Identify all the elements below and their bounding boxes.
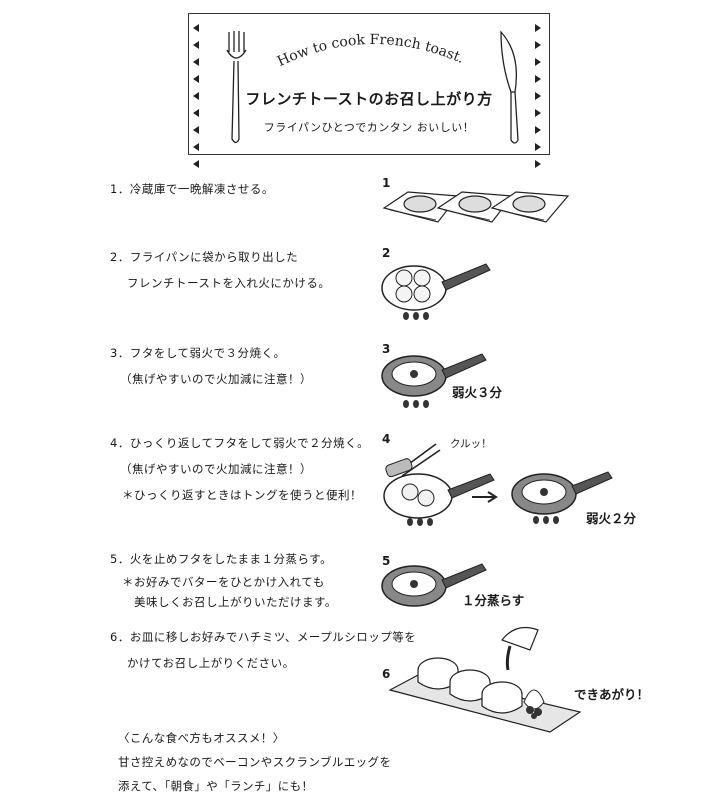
step-6-line-2: かけてお召し上がりください。 (127, 656, 295, 670)
step-2-line-2: フレンチトーストを入れ火にかける。 (127, 276, 331, 290)
step-5-line-2: ＊お好みでバターをひとかけ入れても (122, 575, 325, 589)
page-subtitle: フライパンひとつでカンタン おいしい！ (263, 121, 475, 134)
step-4-line-1: 4．ひっくり返してフタをして弱火で２分焼く。 (110, 436, 370, 450)
step-2-line-1: 2．フライパンに袋から取り出した (110, 250, 299, 264)
illustration-number-4: 4 (382, 432, 391, 446)
header-banner: How to cook French toast. フレンチトーストのお召し上が… (188, 13, 550, 168)
step-4-line-2: （焦げやすいので火加減に注意！） (120, 462, 312, 476)
page-title: フレンチトーストのお召し上がり方 (245, 90, 493, 108)
illustration-number-5: 5 (382, 554, 391, 568)
done-label: できあがり！ (574, 687, 650, 702)
step-1-line-1: 1．冷蔵庫で一晩解凍させる。 (110, 182, 274, 196)
step-4-heat-label: 弱火２分 (586, 511, 637, 526)
illustration-number-3: 3 (382, 342, 391, 356)
flip-sound-label: クルッ！ (450, 438, 492, 450)
covered-pan-step4-illustration (511, 471, 613, 524)
step-5-line-3: 美味しくお召し上がりいただけます。 (134, 595, 337, 609)
step-3-heat-label: 弱火３分 (452, 385, 503, 400)
step-3-line-2: （焦げやすいので火加減に注意！） (120, 372, 312, 386)
illustration-number-2: 2 (382, 246, 391, 260)
illustration-number-6: 6 (382, 667, 391, 681)
fork-icon (226, 31, 247, 144)
recommendation-title: 〈こんな食べ方もオススメ！〉 (118, 731, 285, 745)
step-2-text: 2．フライパンに袋から取り出した フレンチトーストを入れ火にかける。 (110, 244, 330, 296)
step-5-text: 5．火を止めフタをしたまま１分蒸らす。 ＊お好みでバターをひとかけ入れても 美味… (110, 546, 337, 612)
step-6-text: 6．お皿に移しお好みでハチミツ、メープルシロップ等を かけてお召し上がりください… (110, 624, 416, 676)
step-5-steam-label: １分蒸らす (462, 593, 525, 608)
recommendation-line-1: 甘さ控えめなのでベーコンやスクランブルエッグを (118, 755, 392, 769)
step-6-line-1: 6．お皿に移しお好みでハチミツ、メープルシロップ等を (110, 630, 417, 644)
recommendation-line-2: 添えて、「朝食」や「ランチ」にも！ (118, 779, 314, 793)
covered-pan-illustration (381, 353, 487, 408)
flipping-toast-illustration (383, 443, 495, 526)
step-4-line-3: ＊ひっくり返すときはトングを使うと便利！ (122, 488, 362, 502)
right-triangle-border (535, 24, 545, 177)
packaged-toasts-illustration (382, 191, 570, 223)
plated-french-toast-illustration (388, 627, 582, 733)
arrow-right-icon (472, 491, 498, 503)
step-4-text: 4．ひっくり返してフタをして弱火で２分焼く。 （焦げやすいので火加減に注意！） … (110, 430, 369, 508)
recommendation-section: 〈こんな食べ方もオススメ！〉 甘さ控えめなのでベーコンやスクランブルエッグを 添… (118, 726, 391, 798)
step-3-line-1: 3．フタをして弱火で３分焼く。 (110, 346, 286, 360)
arc-title: How to cook French toast. (275, 32, 467, 70)
header-art: How to cook French toast. (226, 30, 519, 144)
illustration-number-1: 1 (382, 176, 391, 190)
resting-pan-illustration (381, 563, 487, 607)
pan-with-toasts-illustration (381, 263, 491, 320)
step-3-text: 3．フタをして弱火で３分焼く。 （焦げやすいので火加減に注意！） (110, 340, 312, 392)
left-triangle-border (193, 24, 203, 177)
step-1-text: 1．冷蔵庫で一晩解凍させる。 (110, 176, 274, 202)
knife-icon (500, 30, 519, 144)
step-5-line-1: 5．火を止めフタをしたまま１分蒸らす。 (110, 552, 333, 566)
